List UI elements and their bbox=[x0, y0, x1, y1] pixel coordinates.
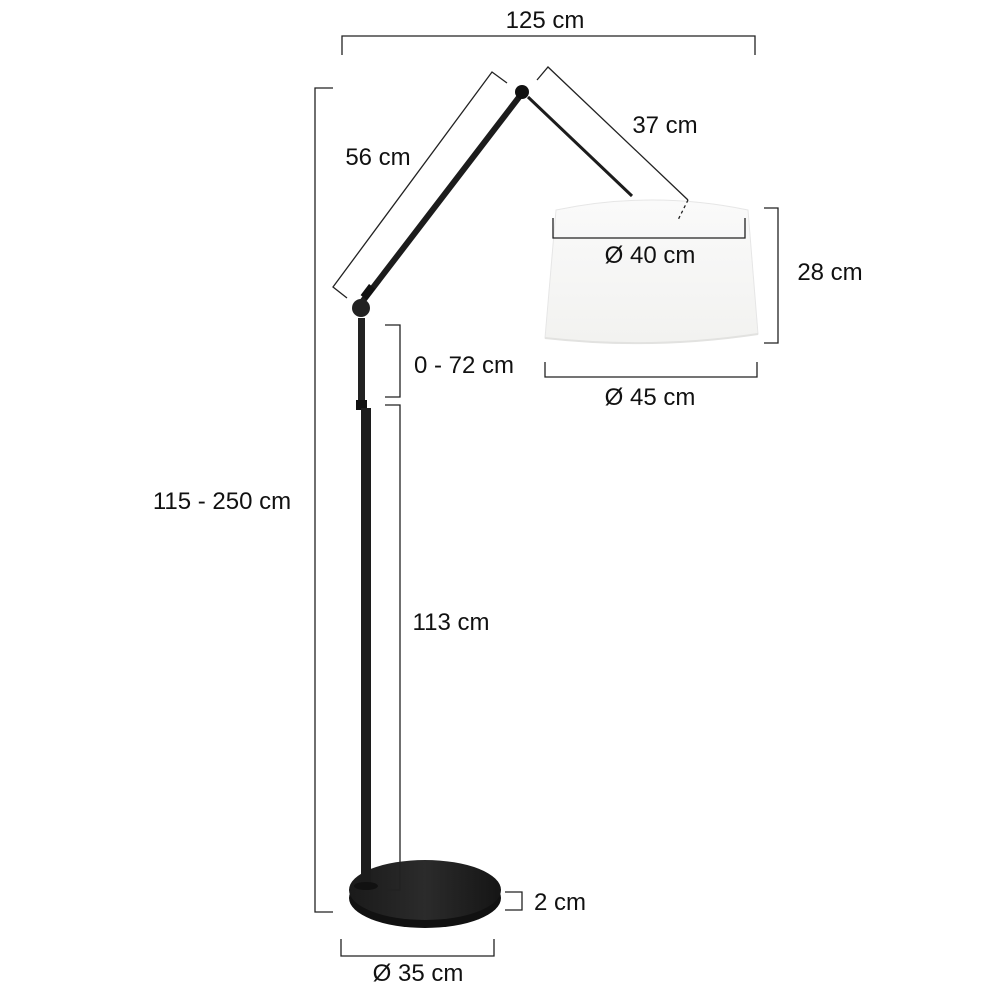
dimension-lines bbox=[314, 35, 779, 957]
base-height-label: 2 cm bbox=[534, 889, 586, 916]
upper-joint bbox=[515, 85, 529, 99]
lamp-base bbox=[349, 860, 501, 928]
lamp-arm bbox=[352, 85, 634, 317]
pole-height-label: 113 cm bbox=[413, 609, 490, 636]
shade-bottom-diameter-label: Ø 45 cm bbox=[605, 384, 696, 411]
shade-height-label: 28 cm bbox=[797, 259, 862, 286]
lamp-pole bbox=[354, 318, 378, 890]
lamp-shade bbox=[544, 199, 759, 345]
base-diameter-label: Ø 35 cm bbox=[373, 960, 464, 987]
lower-arm-label: 56 cm bbox=[345, 144, 410, 171]
upper-arm-label: 37 cm bbox=[632, 112, 697, 139]
shade-top-diameter-label: Ø 40 cm bbox=[605, 242, 696, 269]
pole-extension-label: 0 - 72 cm bbox=[414, 352, 514, 379]
height-label: 115 - 250 cm bbox=[153, 488, 291, 515]
lower-joint bbox=[352, 299, 370, 317]
width-label: 125 cm bbox=[506, 7, 585, 34]
